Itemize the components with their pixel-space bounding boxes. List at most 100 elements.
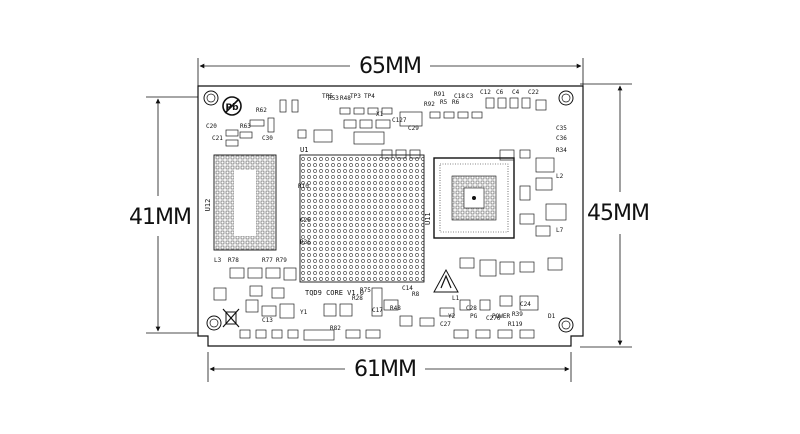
component-footprint: [271, 329, 283, 339]
component-footprint: [345, 329, 361, 339]
component-ref-label: R79: [276, 257, 287, 264]
component-ref-label: Y2: [448, 313, 456, 320]
component-ref-label: C27: [440, 321, 451, 328]
component-ref-label: R63: [240, 123, 251, 130]
component-footprint: [535, 157, 555, 173]
dimension-left: 41MM: [129, 96, 200, 334]
component-ref-label: L2: [556, 173, 564, 180]
component-ref-label: C12: [480, 89, 491, 96]
component-footprint: [399, 111, 423, 127]
component-footprint: [313, 129, 333, 143]
chip-u1-label: U1: [300, 146, 308, 154]
dimension-right: 45MM: [580, 83, 650, 348]
component-ref-label: R75: [360, 287, 371, 294]
component-ref-label: R36: [300, 239, 311, 246]
component-footprint: [381, 149, 393, 159]
component-footprint: [419, 317, 435, 327]
component-footprint: [485, 97, 495, 109]
component-footprint: [499, 295, 513, 307]
component-ref-label: R77: [262, 257, 273, 264]
component-footprint: [353, 107, 365, 115]
component-footprint: [499, 261, 515, 275]
component-footprint: [365, 329, 381, 339]
component-ref-label: C3: [466, 93, 474, 100]
component-footprint: [249, 119, 265, 127]
component-ref-label: R39: [512, 311, 523, 318]
dimension-top: 65MM: [197, 54, 584, 88]
chip-u12-label: U12: [204, 199, 212, 212]
component-footprint: [371, 287, 383, 317]
component-ref-label: C270: [486, 315, 501, 322]
component-ref-label: C26: [300, 217, 311, 224]
lead-free-icon: Pb: [222, 96, 242, 116]
component-ref-label: C20: [206, 123, 217, 130]
component-footprint: [267, 117, 275, 133]
component-footprint: [439, 307, 455, 317]
component-footprint: [519, 213, 535, 225]
component-footprint: [519, 149, 531, 159]
chip-u11: U11: [424, 157, 515, 239]
board-title: TQD9 CORE V1.0: [305, 289, 364, 297]
weee-bin-icon: [222, 308, 240, 328]
component-ref-label: R5: [440, 99, 448, 106]
component-footprint: [249, 285, 263, 297]
component-footprint: [303, 329, 335, 341]
component-ref-label: Y1: [300, 309, 308, 316]
component-ref-label: C22: [528, 89, 539, 96]
chip-u1: U1: [299, 146, 425, 283]
component-ref-label: X1: [376, 111, 384, 118]
component-footprint: [519, 295, 539, 311]
component-ref-label: R82: [330, 325, 341, 332]
component-ref-label: C6: [496, 89, 504, 96]
component-footprint: [383, 299, 399, 311]
component-footprint: [479, 299, 491, 311]
component-footprint: [245, 299, 259, 313]
component-footprint: [457, 111, 469, 119]
component-footprint: [519, 261, 535, 273]
mounting-hole: [558, 317, 574, 333]
component-footprint: [247, 267, 263, 279]
component-ref-label: C13: [262, 317, 273, 324]
component-footprint: [291, 99, 299, 113]
dimension-bottom: 61MM: [207, 352, 572, 382]
component-ref-label: L3: [214, 257, 222, 264]
component-ref-label: C21: [212, 135, 223, 142]
component-footprint: [479, 259, 497, 277]
component-ref-label: R62: [256, 107, 267, 114]
component-ref-label: R48: [390, 305, 401, 312]
component-ref-label: C29: [408, 125, 419, 132]
component-ref-label: R34: [556, 147, 567, 154]
chip-u12: U12: [204, 154, 277, 251]
component-footprint: [535, 177, 553, 191]
component-footprint: [453, 329, 469, 339]
component-footprint: [343, 119, 357, 129]
component-footprint: [225, 129, 239, 137]
component-footprint: [395, 149, 407, 159]
component-footprint: [229, 267, 245, 279]
component-ref-label: R92: [424, 101, 435, 108]
component-footprint: [279, 303, 295, 319]
component-footprint: [297, 129, 307, 139]
component-footprint: [519, 329, 535, 339]
component-ref-label: R6: [452, 99, 460, 106]
component-ref-label: C24: [520, 301, 531, 308]
component-footprint: [339, 107, 351, 115]
component-footprint: [443, 111, 455, 119]
component-footprint: [255, 329, 267, 339]
component-ref-label: C18: [454, 93, 465, 100]
component-footprint: [459, 257, 475, 269]
component-footprint: [547, 257, 563, 271]
mounting-hole: [558, 90, 574, 106]
component-ref-label: R119: [508, 321, 523, 328]
component-ref-label: POWER: [492, 313, 510, 320]
component-ref-label: C28: [466, 305, 477, 312]
component-footprint: [323, 303, 337, 317]
component-ref-label: C30: [262, 135, 273, 142]
top-width-label: 65MM: [359, 54, 421, 79]
component-ref-label: L7: [556, 227, 564, 234]
component-footprint: [339, 303, 353, 317]
left-height-label: 41MM: [129, 205, 191, 230]
component-footprint: [521, 97, 531, 109]
component-footprint: [359, 119, 373, 129]
component-footprint: [499, 149, 515, 161]
